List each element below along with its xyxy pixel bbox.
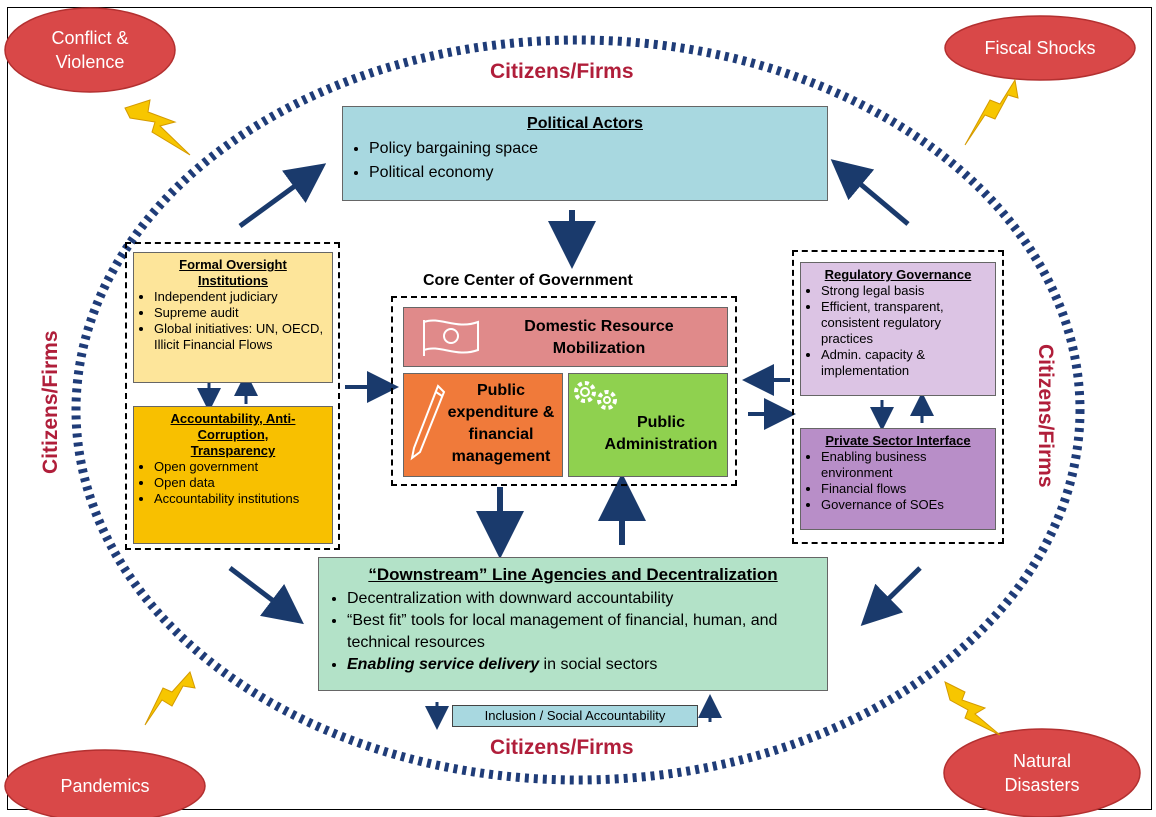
pefm-label: Public expenditure & financial managemen… [442,380,560,468]
pefm-line4: management [451,448,551,465]
acc-bullet-3: Accountability institutions [154,491,326,507]
priv-bullet-3: Governance of SOEs [821,497,989,513]
formal-oversight-title: Formal Oversight Institutions [140,257,326,289]
hazard-pandemics: Pandemics [20,772,190,800]
arrow-right-to-downstream [860,566,922,626]
arrow-right-to-political [830,159,910,226]
acc-title-line2: Corruption, [197,427,269,442]
pefm-box: Public expenditure & financial managemen… [403,373,563,477]
citizens-ring [71,35,1085,785]
lightning-icon-bottom-right [944,681,1001,736]
acc-title-line1: Accountability, Anti- [170,411,296,426]
reg-bullet-2: Efficient, transparent, consistent regul… [821,299,989,347]
pefm-line3: financial [468,426,534,443]
citizens-firms-bottom: Citizens/Firms [490,736,634,759]
formal-bullet-3: Global initiatives: UN, OECD, Illicit Fi… [154,321,326,353]
political-actors-title: Political Actors [527,115,643,132]
priv-bullet-1: Enabling business environment [821,449,989,481]
hazard-ellipse-conflict [4,7,176,93]
acc-bullet-2: Open data [154,475,326,491]
hazard-natural-line2: Disasters [1004,775,1080,795]
political-bullet-2: Political economy [369,161,815,185]
hazard-ellipse-fiscal [944,15,1136,81]
reg-bullet-1: Strong legal basis [821,283,989,299]
downstream-bullet-1: Decentralization with downward accountab… [347,588,813,610]
regulatory-title: Regulatory Governance [824,267,972,282]
accountability-box: Accountability, Anti- Corruption, Transp… [133,406,333,544]
downstream-box: “Downstream” Line Agencies and Decentral… [318,557,828,691]
hazard-conflict-line2: Violence [55,52,125,72]
citizens-firms-left: Citizens/Firms [39,330,62,474]
hazard-natural-line1: Natural [1012,751,1072,771]
pa-label: Public Administration [599,412,723,456]
inclusion-box: Inclusion / Social Accountability [452,705,698,727]
hazard-ellipse-natural [943,728,1141,817]
pa-line2: Administration [604,436,718,453]
accountability-title: Accountability, Anti- Corruption, Transp… [140,411,326,459]
flag-icon [423,319,479,356]
drm-line1: Domestic Resource [524,318,674,335]
arrow-left-to-downstream [228,566,304,625]
hazard-pandemics-label: Pandemics [60,776,150,796]
downstream-bullet-3-rest: in social sectors [539,656,658,673]
pencil-icon [410,384,446,461]
lightning-icon-top-right [964,78,1019,146]
pa-line1: Public [636,414,685,431]
core-center-title: Core Center of Government [423,272,633,289]
left-group-frame [125,242,340,550]
lightning-icon-bottom-left [144,671,196,726]
downstream-title: “Downstream” Line Agencies and Decentral… [368,565,778,584]
formal-oversight-box: Formal Oversight Institutions Independen… [133,252,333,383]
private-sector-box: Private Sector Interface Enabling busine… [800,428,996,530]
downstream-bullet-2: “Best fit” tools for local management of… [347,610,813,654]
acc-bullet-1: Open government [154,459,326,475]
hazard-conflict-line1: Conflict & [51,28,129,48]
formal-bullet-2: Supreme audit [154,305,326,321]
regulatory-box: Regulatory Governance Strong legal basis… [800,262,996,396]
lightning-icon-top-left [124,99,191,156]
formal-bullet-1: Independent judiciary [154,289,326,305]
frame-border [7,7,1152,810]
political-bullet-1: Policy bargaining space [369,137,815,161]
priv-bullet-2: Financial flows [821,481,989,497]
citizens-firms-top: Citizens/Firms [490,60,634,83]
right-group-frame [792,250,1004,544]
pefm-line2: expenditure & [447,404,555,421]
core-center-frame [391,296,737,486]
drm-label: Domestic Resource Mobilization [484,316,714,360]
hazard-fiscal-label: Fiscal Shocks [984,38,1096,58]
pa-box: Public Administration [568,373,728,477]
hazard-conflict-violence: Conflict & Violence [20,22,160,78]
political-actors-box: Political Actors Policy bargaining space… [342,106,828,201]
acc-title-line3: Transparency [190,443,276,458]
drm-line2: Mobilization [552,340,646,357]
citizens-firms-right: Citizens/Firms [1034,344,1057,488]
private-title: Private Sector Interface [825,433,971,448]
gears-icon [574,381,617,410]
hazard-natural-disasters: Natural Disasters [960,746,1124,800]
pefm-line1: Public [476,382,525,399]
formal-title-line2: Institutions [197,273,269,288]
arrow-left-to-political [238,163,327,229]
downstream-bullet-3: Enabling service delivery in social sect… [347,654,813,676]
downstream-bullet-3-em: Enabling service delivery [347,656,540,673]
hazard-ellipse-pandemics [4,749,206,817]
reg-bullet-3: Admin. capacity & implementation [821,347,989,379]
formal-title-line1: Formal Oversight [179,257,287,272]
hazard-fiscal-shocks: Fiscal Shocks [950,34,1130,62]
drm-box: Domestic Resource Mobilization [403,307,728,367]
